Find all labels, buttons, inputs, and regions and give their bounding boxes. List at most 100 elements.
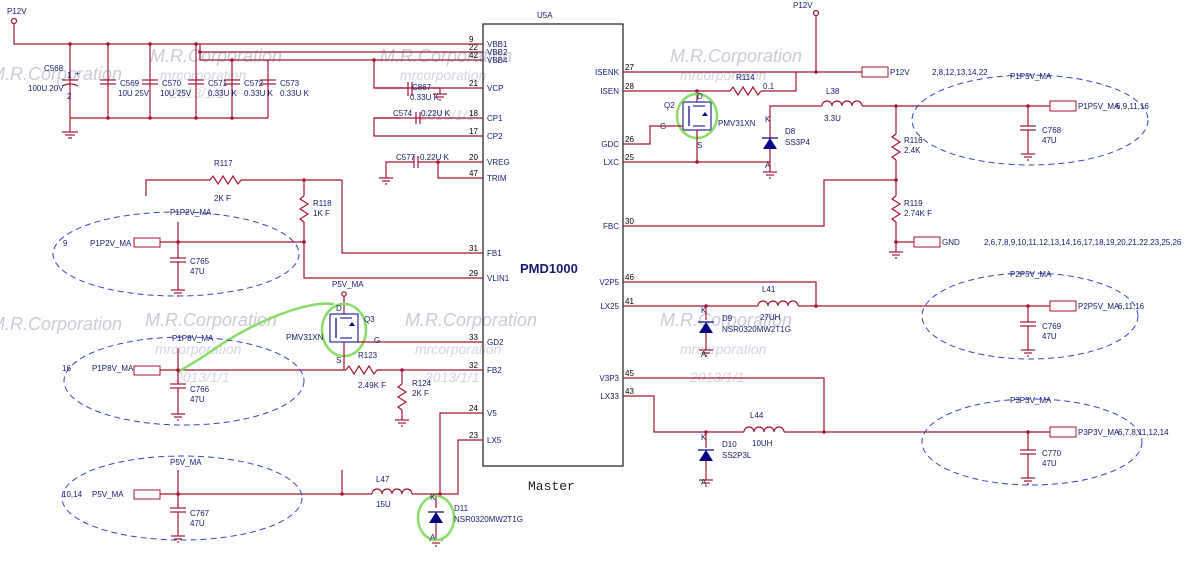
ic-pin-name: FB2 bbox=[487, 366, 502, 375]
ground-icon bbox=[433, 93, 447, 101]
ic-pin-number: 46 bbox=[625, 273, 634, 282]
ic-pin-name: LX33 bbox=[600, 392, 619, 401]
ground-icon bbox=[1021, 477, 1035, 485]
capacitor-icon bbox=[142, 79, 158, 85]
cap-ref: C573 bbox=[280, 79, 300, 88]
cap-ref: C769 bbox=[1042, 322, 1062, 331]
watermark-text: M.R.Corporation bbox=[660, 310, 792, 330]
cap-value: 47U bbox=[1042, 459, 1057, 468]
p2p5v-section: L41 27UH K A D9 NSR0320MW2T1G P2P5V_MA P… bbox=[623, 270, 1145, 360]
cap-value: 47U bbox=[190, 267, 205, 276]
capacitor-icon bbox=[61, 79, 79, 87]
rail-port-name: P1P8V_MA bbox=[92, 364, 134, 373]
rail-port-name: P1P2V_MA bbox=[90, 239, 132, 248]
cap-value: 100U 20V bbox=[28, 84, 64, 93]
diode-pin-k: K bbox=[430, 493, 436, 502]
ic-role: Master bbox=[528, 479, 575, 494]
diode-ref: D8 bbox=[785, 127, 796, 136]
ic-pin-number: 9 bbox=[469, 35, 474, 44]
diode-icon bbox=[698, 449, 714, 461]
rail-ellipse bbox=[52, 211, 300, 297]
ground-icon bbox=[171, 289, 185, 297]
p12v-top-label: P12V bbox=[793, 1, 813, 10]
port-box bbox=[133, 237, 161, 248]
cap-value: 47U bbox=[190, 395, 205, 404]
inductor-icon bbox=[821, 100, 863, 107]
cap-value: 47U bbox=[1042, 332, 1057, 341]
wire bbox=[385, 161, 414, 178]
cap-ref: C768 bbox=[1042, 126, 1062, 135]
capacitor-icon bbox=[1020, 449, 1036, 455]
ground-icon bbox=[889, 251, 903, 259]
watermark-text: 2013/1/1 bbox=[174, 369, 230, 385]
watermark-text: 2013/1/1 bbox=[689, 369, 745, 385]
watermark-text: M.R.Corporation bbox=[380, 46, 512, 66]
watermark-text: mrcorporation bbox=[155, 341, 242, 357]
vbb-wire bbox=[13, 24, 483, 45]
cap-ref: C569 bbox=[120, 79, 140, 88]
watermark-text: M.R.Corporation bbox=[145, 310, 277, 330]
cap-ref: C765 bbox=[190, 257, 210, 266]
cap-pin-num: 2 bbox=[67, 92, 72, 101]
capacitor-icon bbox=[188, 79, 204, 85]
ground-icon bbox=[62, 131, 78, 139]
ic-pin-name: ISENK bbox=[595, 68, 620, 77]
wire bbox=[412, 87, 441, 94]
diode-ref: D11 bbox=[454, 504, 469, 513]
capacitor-icon bbox=[224, 79, 240, 85]
ic-pin-number: 25 bbox=[625, 153, 634, 162]
rail-pages: 6,11,16 bbox=[1118, 302, 1145, 311]
rail-port-name: P5V_MA bbox=[92, 490, 124, 499]
rail-ellipse bbox=[911, 74, 1149, 166]
cap-value: 0.33U K bbox=[410, 93, 440, 102]
ic-pin-name: GDC bbox=[601, 140, 619, 149]
v2p5-wire bbox=[623, 281, 817, 306]
capacitor-icon bbox=[170, 383, 186, 389]
ic-pin-number: 32 bbox=[469, 361, 478, 370]
ground-icon bbox=[395, 419, 409, 427]
resistor-ref: R114 bbox=[736, 73, 755, 82]
watermark-text: mrcorporation bbox=[415, 341, 502, 357]
p5v-section: L47 15U D11 NSR0320MW2T1G K A P5V_MA 10,… bbox=[61, 412, 523, 547]
p5v-net-label: P5V_MA bbox=[332, 280, 364, 289]
watermark-text: M.R.Corporation bbox=[405, 310, 537, 330]
ic-pin-name: VCP bbox=[487, 84, 503, 93]
rail-net-label: P1P2V_MA bbox=[170, 208, 212, 217]
resistor-value: 1K F bbox=[313, 209, 330, 218]
port-box bbox=[1049, 300, 1077, 312]
inductor-icon bbox=[757, 300, 799, 307]
mosfet-icon bbox=[329, 313, 359, 343]
diode-pin-a: A bbox=[430, 533, 436, 542]
fbc-wire bbox=[623, 179, 896, 227]
rail-pages: 9 bbox=[63, 239, 68, 248]
ic-ref: U5A bbox=[537, 11, 553, 20]
capacitor-icon bbox=[100, 79, 116, 85]
p1p8v-section: P5V_MA Q3 PMV31XN D S G R123 2.49K F R12… bbox=[62, 280, 483, 427]
gnd-port-name: GND bbox=[942, 238, 960, 247]
resistor-icon bbox=[298, 195, 310, 223]
cap-ref: C572 bbox=[244, 79, 264, 88]
p1p5v-section: P12V P12V R114 0.1 Q2 PMV31XN D S G bbox=[623, 1, 1182, 259]
p12v-left-label: P12V bbox=[7, 7, 27, 16]
cap-value: 47U bbox=[1042, 136, 1057, 145]
resistor-value: 2K F bbox=[214, 194, 231, 203]
rail-pages: 6,9,11,16 bbox=[1116, 102, 1149, 111]
p1p2v-section: R117 2K F R118 1K F P1P2V_MA 9 P1P2V_MA … bbox=[52, 159, 483, 297]
resistor-ref: R119 bbox=[904, 199, 923, 208]
ic-pin-number: 43 bbox=[625, 387, 634, 396]
rail-port-name: P3P3V_MA bbox=[1078, 428, 1120, 437]
resistor-icon bbox=[396, 383, 408, 411]
ic-pin-number: 21 bbox=[469, 79, 478, 88]
resistor-ref: R124 bbox=[412, 379, 432, 388]
ic-pin-name: GD2 bbox=[487, 338, 504, 347]
ic-pin-number: 47 bbox=[469, 169, 478, 178]
diode-pin-a: A bbox=[701, 478, 707, 487]
resistor-value: 2.4K bbox=[904, 146, 921, 155]
diode-value: NSR0320MW2T1G bbox=[722, 325, 791, 334]
vreg-wire bbox=[437, 161, 483, 179]
ic-pin-name: TRIM bbox=[487, 174, 507, 183]
inductor-ref: L44 bbox=[750, 411, 764, 420]
ic-pin-number: 31 bbox=[469, 244, 478, 253]
rail-pages: 6,7,8,11,12,14 bbox=[1118, 428, 1169, 437]
cap-ref: C867 bbox=[412, 83, 432, 92]
